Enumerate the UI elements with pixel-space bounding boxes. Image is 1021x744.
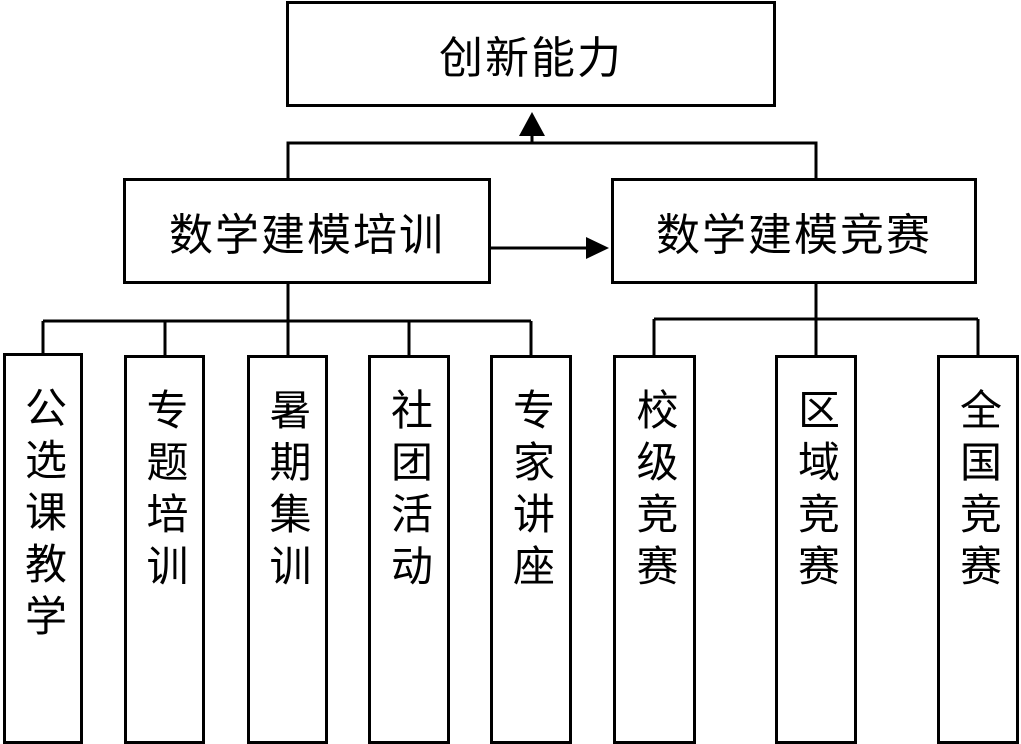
competition-box: 数学建模竞赛: [611, 178, 977, 284]
training-box: 数学建模培训: [123, 178, 491, 284]
competition-child-3-label: 全国竞赛: [953, 388, 1003, 596]
training-label: 数学建模培训: [169, 210, 445, 261]
root-label: 创新能力: [439, 33, 623, 84]
training-child-3: 暑期集训: [247, 355, 328, 744]
competition-child-1: 校级竞赛: [613, 355, 696, 744]
training-child-3-label: 暑期集训: [263, 388, 312, 596]
training-child-1: 公选课教学: [3, 353, 83, 744]
root-box: 创新能力: [286, 1, 776, 107]
training-child-4-label: 社团活动: [384, 388, 434, 596]
connector-training-to-root: [286, 141, 532, 178]
competition-child-3: 全国竞赛: [937, 355, 1019, 744]
training-child-2: 专题培训: [124, 355, 205, 744]
training-child-1-label: 公选课教学: [18, 386, 68, 646]
training-child-5-label: 专家讲座: [506, 388, 556, 596]
competition-label: 数学建模竞赛: [656, 210, 932, 261]
competition-child-2-label: 区域竞赛: [791, 388, 841, 596]
competition-child-1-label: 校级竞赛: [630, 388, 679, 596]
connector-competition-to-root: [532, 141, 818, 178]
competition-child-2: 区域竞赛: [775, 355, 857, 744]
arrowhead-up: [519, 112, 545, 136]
training-child-5: 专家讲座: [490, 355, 572, 744]
training-child-4: 社团活动: [368, 355, 450, 744]
training-child-2-label: 专题培训: [140, 388, 189, 596]
arrowhead-right: [586, 237, 609, 259]
